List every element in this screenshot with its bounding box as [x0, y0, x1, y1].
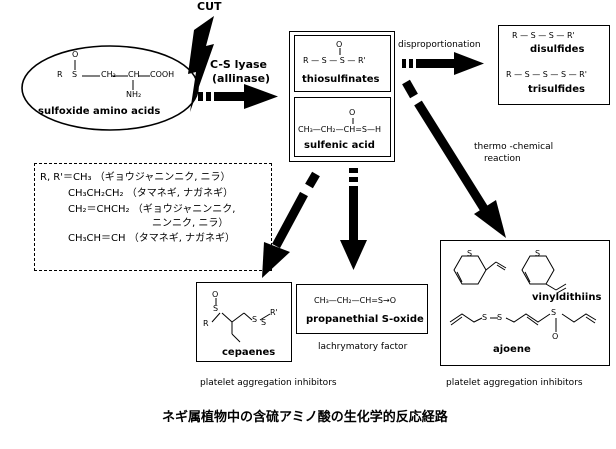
sulfoxide-S: S	[72, 70, 78, 79]
sulfoxide-CH2: CH₂	[101, 70, 116, 79]
platelet-label-left: platelet aggregation inhibitors	[200, 378, 337, 388]
disulfides-label: disulfides	[530, 44, 585, 55]
propanethial-label: propanethial S-oxide	[306, 314, 424, 325]
substituent-legend-box	[34, 163, 272, 271]
legend-line-4: ニンニク, ニラ）	[152, 218, 229, 229]
sulfoxide-label: sulfoxide amino acids	[38, 106, 161, 117]
sulfoxide-structure	[74, 60, 150, 90]
trisulfides-formula: R — S — S — S — R'	[506, 70, 587, 79]
sulfoxide-NH2: NH₂	[126, 90, 142, 99]
legend-line-5: CH₃CH＝CH （タマネギ, ナガネギ）	[68, 233, 236, 244]
intermediates-box	[289, 31, 395, 162]
ajoene-structure	[449, 313, 597, 332]
dithiin-S-icon-2: S	[535, 249, 541, 258]
ajoene-O: O	[552, 332, 559, 341]
thiosulfinates-O: O	[336, 40, 343, 49]
arrow-to-disulfides	[402, 52, 484, 75]
propanethial-formula: CH₃—CH₂—CH=S→O	[314, 296, 396, 305]
disproportionation-label: disproportionation	[398, 40, 481, 50]
legend-line-2: CH₃CH₂CH₂ （タマネギ, ナガネギ）	[68, 188, 234, 199]
thiosulfinates-label: thiosulfinates	[302, 74, 380, 85]
platelet-label-right: platelet aggregation inhibitors	[446, 378, 583, 388]
thiosulfinates-box	[294, 35, 391, 92]
sulfenic-box	[294, 97, 391, 157]
sulfides-box	[498, 25, 610, 105]
legend-line-3: CH₂＝CHCH₂ （ギョウジャニンニク,	[68, 204, 236, 215]
sulfenic-O: O	[349, 108, 356, 117]
legend-line-1: R, R'＝CH₃ （ギョウジャニンニク, ニラ）	[40, 172, 231, 183]
ajoene-label: ajoene	[493, 344, 531, 355]
vinyldithiins-label: vinyldithiins	[532, 292, 602, 303]
sulfoxide-CH: CH	[128, 70, 140, 79]
cut-bolt-icon	[188, 16, 214, 112]
ajoene-S2: S	[497, 313, 503, 322]
sulfoxide-COOH: COOH	[150, 70, 175, 79]
cepaenes-S2: S	[252, 315, 258, 324]
cepaenes-O: O	[212, 290, 219, 299]
cepaenes-S1: S	[213, 304, 219, 313]
arrow-to-thiosulfinates	[198, 84, 278, 109]
cepaenes-label: cepaenes	[222, 347, 276, 358]
thermo-label: thermo -chemical	[474, 142, 554, 152]
propanethial-box	[296, 284, 428, 334]
sulfenic-formula: CH₃—CH₂—CH=S—H	[298, 125, 382, 134]
cepaenes-box	[196, 282, 292, 362]
cepaenes-S3: S	[261, 318, 267, 327]
cepaenes-R2: R'	[270, 308, 278, 317]
figure-caption: ネギ属植物中の含硫アミノ酸の生化学的反応経路	[162, 410, 448, 425]
thiosulfinates-formula: R — S — S — R'	[303, 56, 366, 65]
enzyme-label-sub: (allinase)	[212, 72, 271, 85]
thermo-label-sub: reaction	[484, 154, 521, 164]
sulfoxide-R: R	[57, 70, 63, 79]
cut-label: CUT	[197, 0, 222, 13]
enzyme-label: C-S lyase	[210, 58, 268, 71]
cepaenes-R: R	[203, 319, 209, 328]
vinyldithiin-structures	[453, 255, 567, 294]
trisulfides-label: trisulfides	[528, 84, 585, 95]
sulfoxide-O: O	[72, 50, 79, 59]
ajoene-S3: S	[551, 308, 557, 317]
sulfenic-label: sulfenic acid	[304, 140, 375, 151]
lachrymatory-label: lachrymatory factor	[318, 342, 408, 352]
dithiins-ajoene-box	[440, 240, 610, 366]
dithiin-S-icon: S	[467, 249, 473, 258]
arrow-to-cepaenes	[262, 171, 320, 278]
arrow-to-vinyldithiins	[402, 79, 506, 238]
ajoene-S1: S	[482, 313, 488, 322]
arrow-to-propanethial	[340, 168, 367, 270]
sulfoxide-ellipse	[21, 45, 199, 131]
cepaenes-structure	[211, 298, 271, 343]
disulfides-formula: R — S — S — R'	[512, 31, 575, 40]
